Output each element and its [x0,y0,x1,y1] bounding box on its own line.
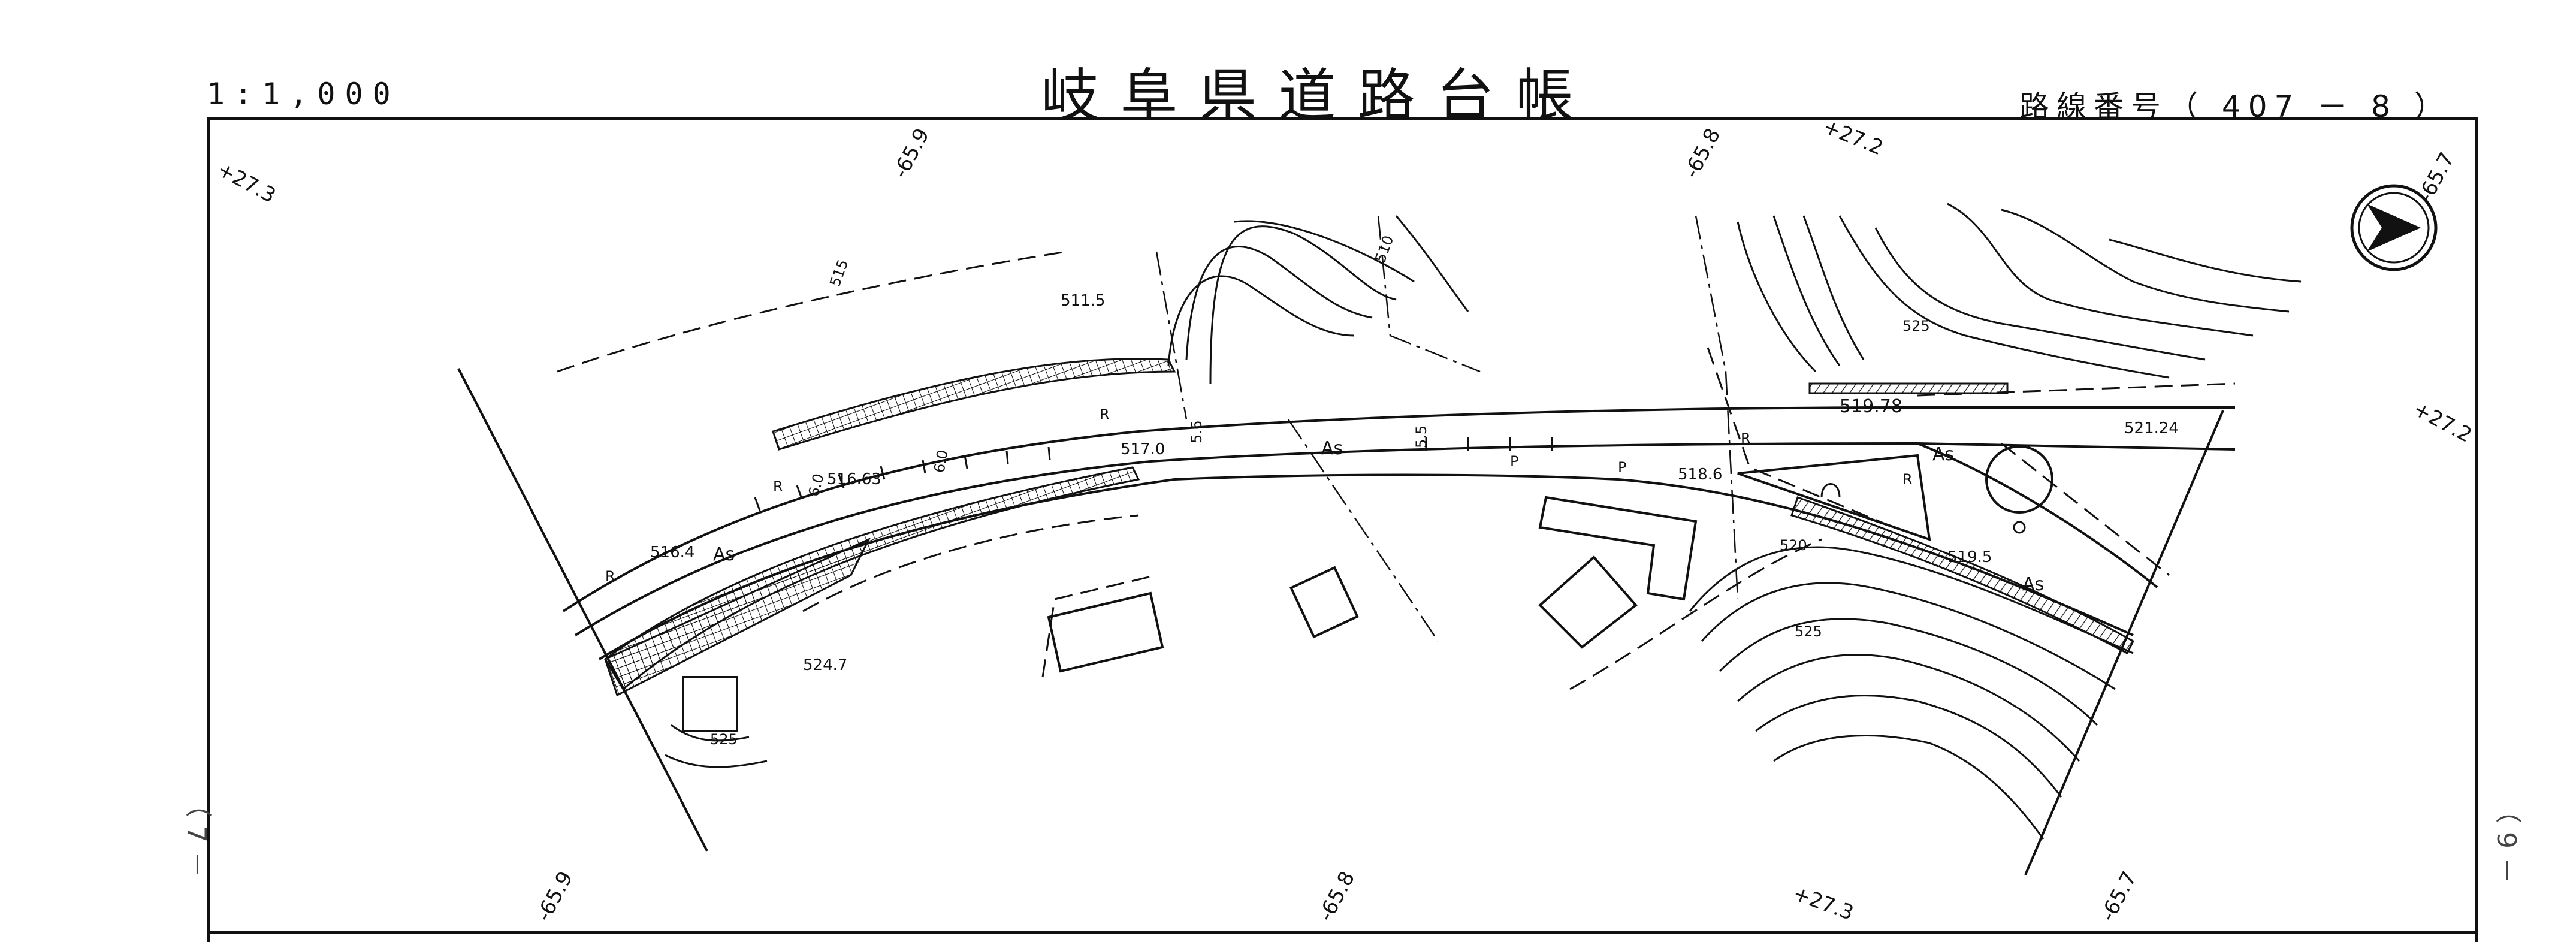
coord-bottom-65-9: -65.9 [532,868,578,925]
elev-516-63: 516.63 [827,470,881,488]
marker-p-2: P [1618,459,1626,476]
frame-divider [207,931,2478,934]
elev-518-6: 518.6 [1678,466,1722,484]
manhole-marker [2013,521,2026,534]
station-ticks [754,437,1553,511]
elev-511-5: 511.5 [1061,292,1105,310]
coord-top-65-9: -65.9 [889,125,935,182]
contour-525c: 525 [710,731,738,748]
map-frame [207,117,2478,942]
right-sheet-mark: （ 9 － [2491,797,2521,883]
marker-p-1: P [1510,453,1518,470]
coord-top-left: +27.3 [213,158,280,208]
coordinate-labels: +27.3 -65.9 -65.8 +27.2 -65.7 +27.2 -65.… [213,114,2476,925]
traffic-island [1737,454,1931,541]
marker-r-4: R [1741,430,1751,447]
elevation-labels: 511.5 517.0 516.63 516.4 524.7 518.6 519… [650,292,2179,674]
left-sheet-mark: （ 7 － [181,791,212,877]
marker-r-3: R [605,568,615,585]
surface-as-2: As [713,544,735,565]
width-6-0b: 6.0 [805,472,828,498]
map-scale: 1:1,000 [207,77,400,111]
elev-524-7: 524.7 [803,656,847,674]
surface-as-1: As [1321,438,1343,459]
surface-as-3: As [1932,444,1954,465]
north-arrow-icon [2350,184,2438,271]
contour-520: 520 [1780,537,1807,554]
width-5-6: 5.6 [1188,421,1205,443]
guard-rail-east [1790,496,2134,655]
marker-r-1: R [1100,406,1110,423]
right-of-way-lines [557,250,2236,690]
arch-symbol [1820,483,1841,498]
guard-rail-ne [1808,382,2009,394]
elev-516-4: 516.4 [650,544,694,561]
contour-525b: 525 [1795,623,1822,640]
roundabout-marker [1985,445,2053,514]
coord-bottom-65-7: -65.7 [2096,868,2142,925]
elev-521-24: 521.24 [2124,419,2179,437]
contour-515a: 515 [826,257,851,289]
coord-bottom-65-8: -65.8 [1314,868,1360,925]
elev-519-78: 519.78 [1840,396,1902,417]
road-labels: As As As As R R R R R P P 5.5 6.0 6.0 5.… [605,406,2044,595]
retaining-wall-sw [604,537,871,697]
elev-517-0: 517.0 [1121,440,1165,458]
width-6-0a: 6.0 [931,449,951,474]
surface-as-4: As [2022,574,2044,595]
coord-right-27-2: +27.2 [2409,397,2476,448]
elev-519-5: 519.5 [1947,548,1992,566]
center-lines [1155,215,1739,642]
contour-lines [665,203,2302,840]
contour-labels: 510 515 525 520 525 525 [710,233,1930,748]
marker-r-2: R [773,478,783,495]
coord-bottom-27-3: +27.3 [1790,881,1857,925]
coord-top-right-65-7: -65.7 [2414,149,2460,206]
marker-r-5: R [1902,471,1913,488]
coord-top-27-2: +27.2 [1820,114,1887,160]
coord-top-65-8: -65.8 [1680,125,1726,182]
buildings [682,496,1698,732]
contour-510: 510 [1372,233,1397,265]
width-5-5: 5.5 [1413,425,1430,448]
contour-525a: 525 [1902,318,1930,334]
retaining-wall-north [772,358,1176,451]
